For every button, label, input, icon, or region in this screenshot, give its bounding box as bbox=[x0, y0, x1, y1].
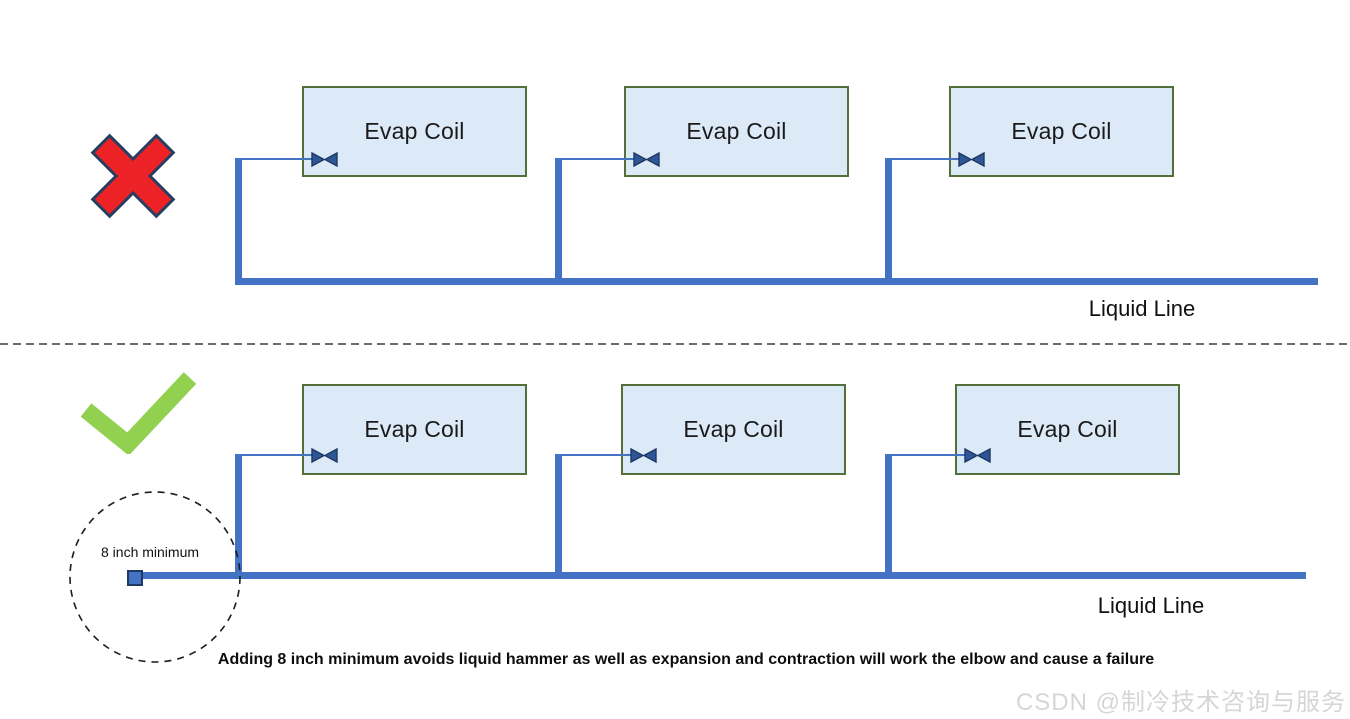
riser-pipe bbox=[235, 454, 242, 574]
coil-connector-pipe bbox=[888, 454, 974, 456]
eight-inch-minimum-annotation: 8 inch minimum bbox=[101, 544, 200, 560]
cross-icon bbox=[90, 133, 176, 219]
diagram-caption: Adding 8 inch minimum avoids liquid hamm… bbox=[217, 651, 1155, 668]
riser-pipe bbox=[555, 158, 562, 280]
riser-pipe bbox=[235, 158, 242, 280]
pipe-end-cap bbox=[127, 570, 143, 586]
section-divider bbox=[0, 343, 1350, 345]
liquid-line-pipe bbox=[141, 572, 1306, 579]
evap-coil-label: Evap Coil bbox=[1017, 416, 1118, 442]
evap-coil-box: Evap Coil bbox=[949, 86, 1174, 177]
valve-bowtie-icon bbox=[964, 448, 991, 463]
riser-pipe bbox=[885, 454, 892, 574]
coil-connector-pipe bbox=[237, 454, 322, 456]
evap-coil-label: Evap Coil bbox=[683, 416, 784, 442]
coil-connector-pipe bbox=[237, 158, 322, 160]
riser-pipe bbox=[555, 454, 562, 574]
riser-pipe bbox=[885, 158, 892, 280]
valve-bowtie-icon bbox=[633, 152, 660, 167]
liquid-line-label: Liquid Line bbox=[1088, 296, 1196, 321]
evap-coil-label: Evap Coil bbox=[686, 118, 787, 144]
valve-bowtie-icon bbox=[958, 152, 985, 167]
coil-connector-pipe bbox=[558, 158, 643, 160]
valve-bowtie-icon bbox=[630, 448, 657, 463]
coil-connector-pipe bbox=[558, 454, 640, 456]
highlight-circle bbox=[69, 491, 241, 663]
liquid-line-label: Liquid Line bbox=[1097, 593, 1205, 618]
evap-coil-label: Evap Coil bbox=[1011, 118, 1112, 144]
evap-coil-box: Evap Coil bbox=[302, 86, 527, 177]
evap-coil-box: Evap Coil bbox=[624, 86, 849, 177]
evap-coil-box: Evap Coil bbox=[621, 384, 846, 475]
check-icon bbox=[80, 372, 197, 454]
evap-coil-label: Evap Coil bbox=[364, 416, 465, 442]
coil-connector-pipe bbox=[888, 158, 968, 160]
evap-coil-box: Evap Coil bbox=[302, 384, 527, 475]
liquid-line-pipe bbox=[235, 278, 1318, 285]
valve-bowtie-icon bbox=[311, 448, 338, 463]
valve-bowtie-icon bbox=[311, 152, 338, 167]
csdn-watermark: CSDN @制冷技术咨询与服务 bbox=[1015, 689, 1346, 716]
evap-coil-box: Evap Coil bbox=[955, 384, 1180, 475]
evap-coil-label: Evap Coil bbox=[364, 118, 465, 144]
